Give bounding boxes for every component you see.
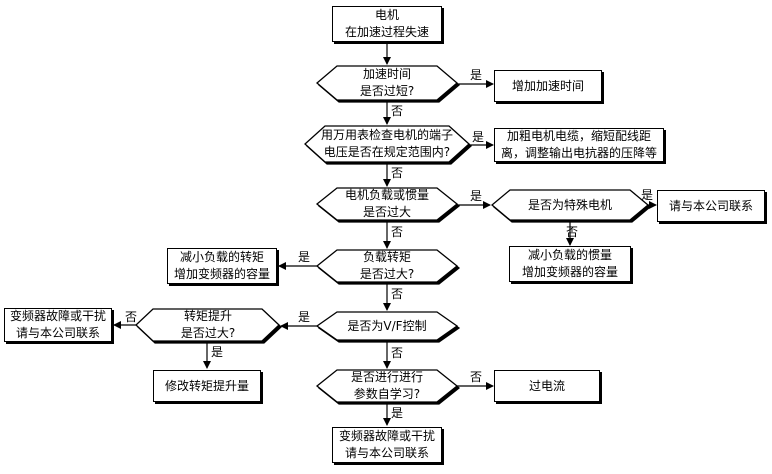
decision-load-inertia-text: 电机负载或惯量 是否过大 — [344, 188, 429, 219]
decision-special-motor-text: 是否为特殊电机 — [527, 197, 612, 212]
decision-accel-time-shape — [315, 65, 459, 101]
label-accel-yes: 是 — [470, 68, 483, 82]
decision-self-learning-shape — [315, 369, 459, 403]
decision-vf-control-text: 是否为V/F控制 — [347, 318, 427, 333]
decision-load-torque-text: 负载转矩 是否过大? — [359, 250, 415, 281]
label-torque-yes: 是 — [298, 250, 311, 264]
label-boost-yes: 是 — [211, 345, 224, 359]
decision-shapes — [135, 65, 652, 405]
label-voltage-no: 否 — [391, 166, 404, 180]
decision-accel-time-text: 加速时间 是否过短? — [359, 67, 415, 98]
label-learning-yes: 是 — [391, 406, 404, 420]
decision-self-learning-text: 是否进行进行 参数自学习? — [350, 370, 423, 401]
decision-torque-boost-text: 转矩提升 是否过大? — [180, 309, 236, 340]
label-learning-no: 否 — [470, 370, 483, 384]
decision-special-motor-shape — [490, 189, 650, 221]
label-special-no: 否 — [566, 225, 579, 239]
label-accel-no: 否 — [391, 104, 404, 118]
label-inertia-yes: 是 — [470, 189, 483, 203]
overcurrent-box: 过电流 — [494, 370, 600, 402]
label-torque-no: 否 — [391, 287, 404, 301]
increase-accel-time-box: 增加加速时间 — [494, 70, 602, 102]
modify-torque-boost-box: 修改转矩提升量 — [153, 370, 261, 402]
reduce-torque-box: 减小负载的转矩 增加变频器的容量 — [167, 248, 277, 284]
label-vf-no: 否 — [391, 346, 404, 360]
label-vf-yes: 是 — [298, 310, 311, 324]
decision-load-inertia-shape — [315, 187, 459, 221]
label-inertia-no: 否 — [391, 225, 404, 239]
label-voltage-yes: 是 — [472, 130, 485, 144]
thicken-cable-box: 加粗电机电缆，缩短配线距 离，调整输出电抗器的压降等 — [494, 128, 664, 162]
label-boost-no: 否 — [125, 310, 138, 324]
start-box: 电机 在加速过程失速 — [332, 6, 442, 42]
fault-contact-left-box: 变频器故障或干扰 请与本公司联系 — [4, 308, 112, 342]
decision-terminal-voltage-text: 用万用表检查电机的端子 电压是否在规定范围内? — [320, 128, 453, 159]
reduce-inertia-box: 减小负载的惯量 增加变频器的容量 — [509, 246, 631, 282]
contact-company-box: 请与本公司联系 — [657, 190, 765, 222]
label-special-yes: 是 — [641, 188, 654, 202]
decision-terminal-voltage-shape — [304, 125, 470, 163]
fault-contact-bottom-box: 变频器故障或干扰 请与本公司联系 — [332, 427, 442, 463]
